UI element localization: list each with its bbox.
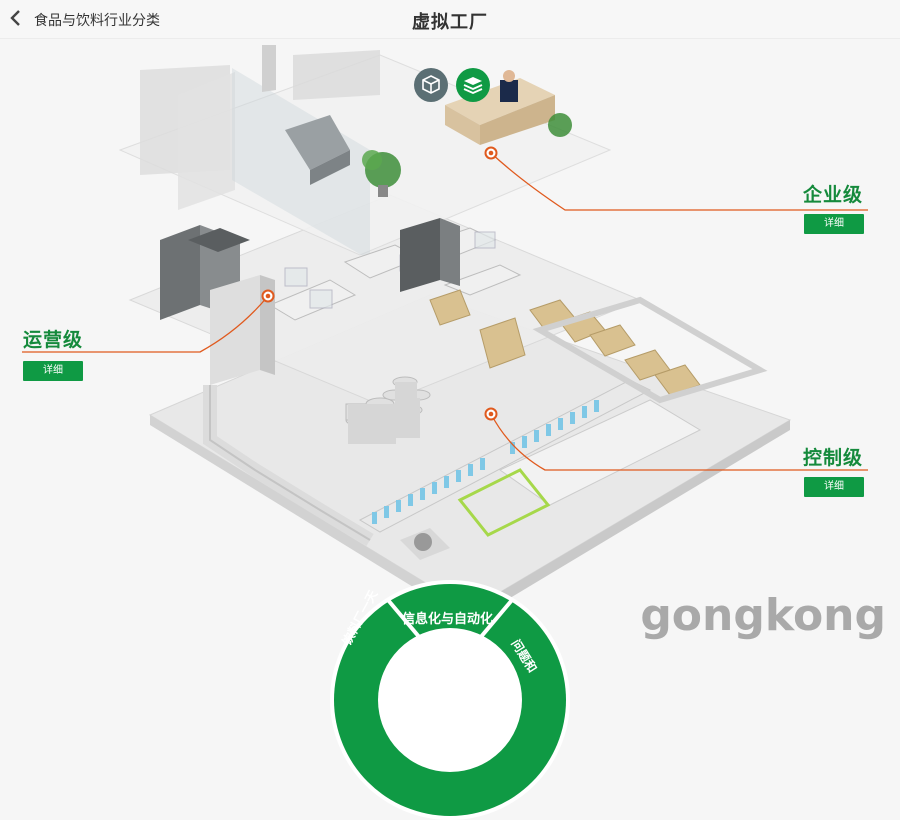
operations-detail-button[interactable]: 详细	[23, 361, 83, 381]
enterprise-level-label: 企业级	[803, 184, 864, 206]
control-detail-button[interactable]: 详细	[804, 477, 864, 497]
watermark: gongkong	[640, 590, 886, 641]
cube-icon	[422, 75, 440, 94]
cube-view-button[interactable]	[414, 68, 448, 102]
back-button[interactable]	[4, 6, 28, 30]
top-bar: 食品与饮料行业分类 虚拟工厂	[0, 0, 900, 39]
page-title: 虚拟工厂	[412, 12, 488, 33]
layers-icon	[463, 77, 483, 94]
enterprise-detail-button[interactable]: 详细	[804, 214, 864, 234]
back-chevron-icon	[10, 10, 20, 26]
operations-connector	[22, 295, 269, 353]
factory-scene	[22, 45, 868, 622]
operations-level-label: 运营级	[23, 329, 84, 351]
wheel-segment-active[interactable]: 信息化与自动化	[402, 612, 494, 627]
enterprise-connector	[490, 152, 868, 211]
hotspot-markers	[261, 146, 498, 421]
layers-view-button[interactable]	[456, 68, 490, 102]
breadcrumb-category[interactable]: 食品与饮料行业分类	[34, 13, 160, 29]
control-connector	[490, 413, 868, 471]
control-level-label: 控制级	[803, 447, 864, 469]
